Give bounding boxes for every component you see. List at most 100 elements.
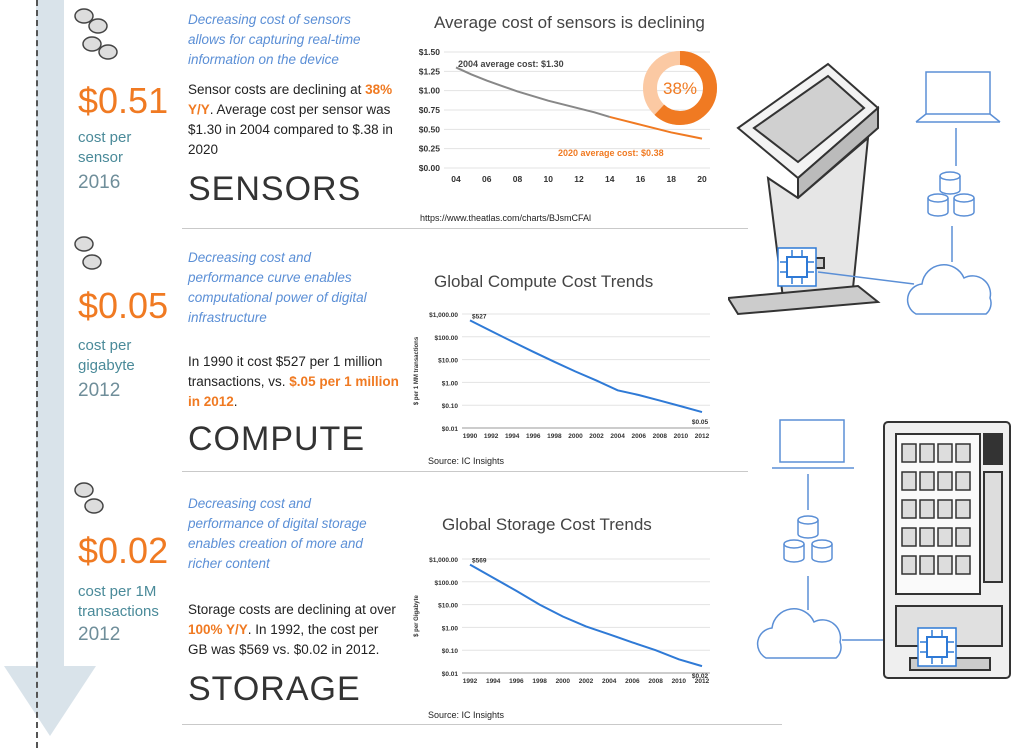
- x-tick-label: 12: [574, 174, 584, 184]
- sensor-cost-chart: $0.00 $0.25 $0.50 $0.75 $1.00 $1.25 $1.50 04 06 0…: [419, 47, 717, 184]
- y-axis-label: $ per Gigabyte: [414, 595, 420, 637]
- sensors-heading: SENSORS: [188, 170, 362, 208]
- data-label-start: 2004 average cost: $1.30: [458, 59, 564, 69]
- x-tick-label: 2008: [648, 678, 663, 685]
- x-tick-label: 1992: [463, 678, 478, 685]
- x-tick-label: 1992: [484, 433, 499, 440]
- x-tick-label: 04: [451, 174, 461, 184]
- y-tick-label: $1,000.00: [429, 557, 458, 564]
- compute-italic-note: Decreasing cost and performance curve en…: [188, 250, 367, 325]
- compute-chart-title: Global Compute Cost Trends: [434, 272, 654, 291]
- vending-machine-icon: [883, 421, 1011, 679]
- data-label-end: 2020 average cost: $0.38: [558, 148, 664, 158]
- compute-cost-year: 2012: [78, 380, 121, 401]
- y-tick-label: $0.01: [442, 426, 459, 433]
- storage-italic-note: Decreasing cost and performance of digit…: [188, 496, 367, 571]
- cloud-icon: [906, 264, 992, 315]
- x-tick-label: 2004: [602, 678, 617, 685]
- y-tick-label: $0.75: [419, 105, 441, 115]
- y-tick-label: $100.00: [435, 335, 459, 342]
- storage-cost-value: $0.02: [78, 530, 169, 571]
- y-tick-label: $0.00: [419, 163, 441, 173]
- timeline-arrow-shaft: [36, 0, 64, 668]
- sensor-chart-source: https://www.theatlas.com/charts/BJsmCFAl: [420, 213, 592, 223]
- series-line-forecast: [609, 115, 703, 140]
- x-tick-label: 1996: [509, 678, 524, 685]
- x-tick-label: 2002: [579, 678, 594, 685]
- sensor-cost-value: $0.51: [78, 80, 169, 121]
- x-tick-label: 2006: [625, 678, 640, 685]
- x-tick-label: 2002: [589, 433, 604, 440]
- x-tick-label: 18: [667, 174, 677, 184]
- x-tick-label: 2000: [556, 678, 571, 685]
- y-tick-label: $0.01: [442, 671, 459, 678]
- y-tick-label: $100.00: [435, 580, 459, 587]
- sensor-chart-title: Average cost of sensors is declining: [434, 13, 705, 32]
- x-tick-label: 1998: [547, 433, 562, 440]
- series-line: [469, 563, 703, 668]
- section-divider: [182, 228, 748, 229]
- sensor-italic-note: Decreasing cost of sensors allows for ca…: [188, 12, 361, 67]
- x-tick-label: 2010: [672, 678, 687, 685]
- x-tick-label: 14: [605, 174, 615, 184]
- database-icon: [927, 171, 975, 217]
- timeline-dashed-line: [36, 0, 38, 748]
- x-tick-label: 2012: [695, 433, 710, 440]
- x-tick-label: 1996: [526, 433, 541, 440]
- section-divider: [182, 471, 748, 472]
- storage-cost-chart: $0.01 $0.10 $1.00 $10.00 $100.00 $1,000.00 199…: [414, 557, 710, 685]
- donut-label: 38%: [663, 79, 697, 98]
- y-tick-label: $1.00: [442, 380, 459, 387]
- y-tick-label: $0.25: [419, 144, 441, 154]
- x-tick-label: 10: [544, 174, 554, 184]
- data-label-end: $0.02: [692, 673, 709, 680]
- x-tick-label: 2010: [674, 433, 689, 440]
- sensor-cost-year: 2016: [78, 172, 121, 193]
- x-tick-label: 06: [482, 174, 492, 184]
- coins-icon: [74, 8, 118, 60]
- section-divider: [182, 724, 782, 725]
- y-tick-label: $0.10: [442, 403, 459, 410]
- data-label-end: $0.05: [692, 419, 709, 426]
- compute-cost-unit: cost per gigabyte: [78, 337, 135, 374]
- donut-arc: [643, 51, 717, 125]
- y-tick-label: $1.25: [419, 66, 441, 76]
- x-tick-label: 1998: [532, 678, 547, 685]
- laptop-icon: [925, 71, 991, 115]
- x-tick-label: 20: [697, 174, 707, 184]
- network-diagram: [756, 419, 884, 659]
- x-tick-label: 16: [636, 174, 646, 184]
- y-tick-label: $0.50: [419, 124, 441, 134]
- storage-chart-source: Source: IC Insights: [428, 710, 505, 720]
- y-tick-label: $1.50: [419, 47, 441, 57]
- data-label-start: $569: [472, 558, 487, 565]
- data-label-start: $527: [472, 313, 487, 320]
- storage-chart-title: Global Storage Cost Trends: [442, 515, 652, 534]
- coins-icon: [74, 236, 102, 270]
- x-tick-label: 2012: [695, 678, 710, 685]
- series-line: [469, 319, 703, 414]
- x-tick-label: 2006: [631, 433, 646, 440]
- cloud-icon: [756, 608, 842, 659]
- sensor-body-text: Sensor costs are declining at 38% Y/Y. A…: [188, 82, 393, 157]
- storage-cost-year: 2012: [78, 624, 121, 645]
- x-tick-label: 2008: [653, 433, 668, 440]
- y-tick-label: $1.00: [419, 86, 441, 96]
- y-tick-label: $0.10: [442, 648, 459, 655]
- x-tick-label: 2000: [568, 433, 583, 440]
- y-tick-label: $10.00: [438, 603, 458, 610]
- storage-body-text: Storage costs are declining at over 100%…: [188, 602, 396, 657]
- compute-body-text: In 1990 it cost $527 per 1 million trans…: [188, 354, 399, 409]
- x-tick-label: 2004: [610, 433, 625, 440]
- sensor-cost-unit: cost per sensor: [78, 129, 132, 166]
- x-tick-label: 08: [513, 174, 523, 184]
- x-tick-label: 1994: [505, 433, 520, 440]
- compute-cost-value: $0.05: [78, 285, 169, 326]
- laptop-icon: [779, 419, 845, 463]
- database-icon: [783, 515, 833, 563]
- y-tick-label: $10.00: [438, 358, 458, 365]
- series-line-historical: [455, 66, 611, 118]
- compute-heading: COMPUTE: [188, 420, 365, 458]
- y-tick-label: $1.00: [442, 625, 459, 632]
- timeline-arrow-head: [4, 666, 96, 736]
